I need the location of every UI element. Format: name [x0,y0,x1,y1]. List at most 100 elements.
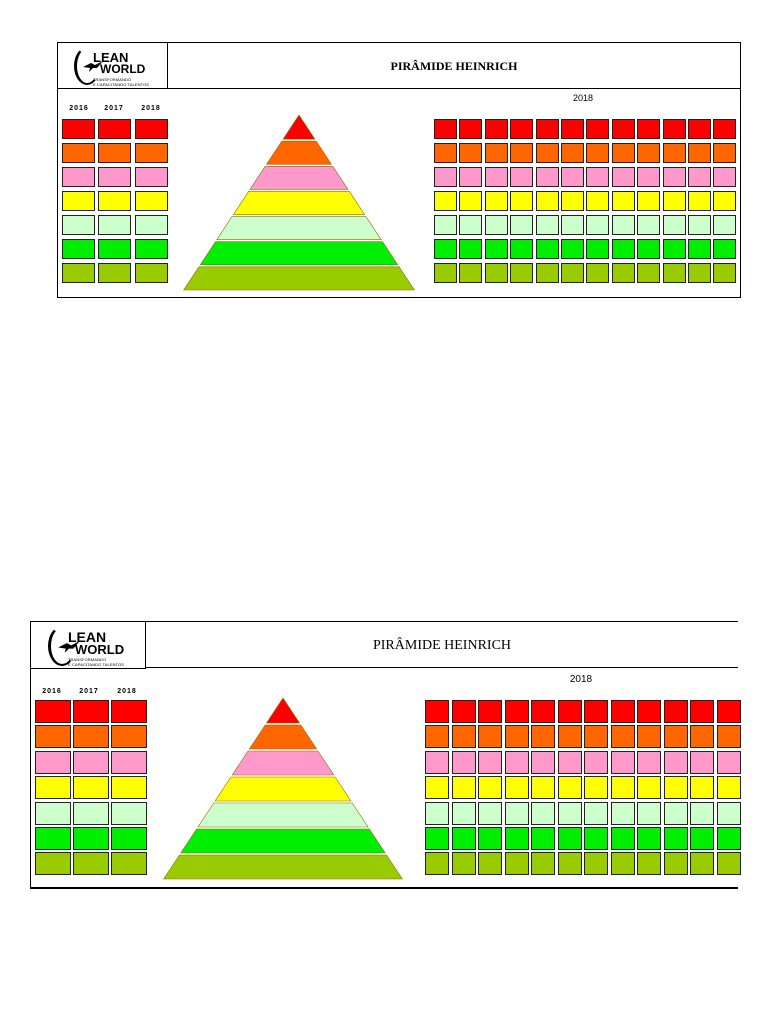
year-cell-quase-acidente-near-miss-2018 [135,215,168,235]
month-cell-acidente-cpt-mai [535,167,559,187]
year-cell-acidente-grave-2018 [135,143,168,163]
month-cell-condicao-insegura-unsafe-conditions-jun [561,239,584,259]
month-cell-condicao-insegura-unsafe-conditions-out [663,827,688,850]
month-cell-quase-acidente-near-miss-jul [584,801,608,825]
month-cell-acidente-cpt-fev [451,750,476,774]
month-cell-comportamento-inseguro-unsafe-acts-ago [611,263,635,283]
month-cell-acidente-cpt-fev [459,167,483,187]
year-cell-acidente-spt-2018 [135,191,168,211]
month-cell-acidente-grave-mar [478,725,502,749]
page-title: PIRÂMIDE HEINRICH [390,59,518,73]
month-cell-acidente-spt-nov [688,191,711,211]
year-cell-acidente-grave-2017 [98,143,131,163]
year-cell-acidente-spt-2018 [111,776,147,800]
month-cell-acidente-cpt-jul [584,750,608,774]
month-cell-quase-acidente-near-miss-set [637,801,661,825]
month-cell-quase-acidente-near-miss-jan [434,215,457,235]
pyramid-level-acidente-grave [248,724,318,750]
month-cell-condicao-insegura-unsafe-conditions-abr [504,827,529,850]
month-cell-condicao-insegura-unsafe-conditions-mai [531,827,555,850]
year-cell-acidente-cpt-2016 [35,750,71,774]
month-cell-acidente-spt-jul [584,776,608,800]
year-cell-acidente-fatal-2017 [73,700,109,723]
month-cell-quase-acidente-near-miss-out [662,215,686,235]
month-cell-condicao-insegura-unsafe-conditions-dez [716,827,741,850]
pyramid-level-acidente-cpt [249,165,349,190]
month-cell-acidente-fatal-set [637,119,661,139]
pyramid-level-comportamento-inseguro-unsafe-acts [183,266,415,291]
month-cell-acidente-cpt-out [662,167,686,187]
logo-tagline-1: TRANSFORMANDO [68,657,107,662]
year-cell-condicao-insegura-unsafe-conditions-2018 [135,239,168,259]
month-cell-acidente-spt-set [637,191,661,211]
pyramid-level-acidente-grave [265,140,333,165]
month-cell-acidente-spt-ago [610,776,635,800]
month-cell-quase-acidente-near-miss-fev [459,215,483,235]
month-cell-acidente-grave-set [637,725,661,749]
pyramid-level-acidente-spt [214,776,352,802]
year-cell-acidente-fatal-2017 [98,119,131,139]
year-cell-quase-acidente-near-miss-2016 [35,801,71,825]
month-cell-condicao-insegura-unsafe-conditions-out [662,239,686,259]
year-cell-quase-acidente-near-miss-2017 [98,215,131,235]
year-header-2016: 2016 [42,688,62,695]
month-cell-acidente-grave-mai [535,143,559,163]
month-cell-acidente-fatal-mar [478,700,502,723]
month-cell-acidente-cpt-mar [478,750,502,774]
month-cell-quase-acidente-near-miss-jun [557,801,582,825]
month-cell-acidente-cpt-mar [484,167,508,187]
month-cell-acidente-fatal-abr [510,119,534,139]
year-cell-acidente-cpt-2016 [62,167,95,187]
pyramid-level-acidente-fatal [265,698,301,724]
header-divider [168,88,740,89]
month-cell-comportamento-inseguro-unsafe-acts-mar [478,852,502,876]
logo: LEAN WORLD TRANSFORMANDO E CAPACITANDO T… [58,43,168,89]
year-cell-quase-acidente-near-miss-2018 [111,801,147,825]
year-cell-comportamento-inseguro-unsafe-acts-2018 [135,263,168,283]
logo-text-world: WORLD [75,642,125,657]
month-cell-comportamento-inseguro-unsafe-acts-ago [610,852,635,876]
month-cell-condicao-insegura-unsafe-conditions-nov [690,827,714,850]
month-cell-condicao-insegura-unsafe-conditions-mar [478,827,502,850]
pyramid-level-comportamento-inseguro-unsafe-acts [163,854,403,880]
month-cell-acidente-grave-mar [484,143,508,163]
year-cell-acidente-spt-2017 [73,776,109,800]
month-cell-quase-acidente-near-miss-dez [716,801,741,825]
pyramid-level-condicao-insegura-unsafe-conditions [180,828,386,854]
month-cell-acidente-spt-mar [484,191,508,211]
month-cell-acidente-fatal-out [663,700,688,723]
month-cell-comportamento-inseguro-unsafe-acts-mai [535,263,559,283]
month-cell-comportamento-inseguro-unsafe-acts-dez [716,852,741,876]
month-cell-acidente-grave-fev [451,725,476,749]
month-cell-acidente-cpt-mai [531,750,555,774]
month-cell-comportamento-inseguro-unsafe-acts-set [637,263,661,283]
month-cell-quase-acidente-near-miss-nov [688,215,711,235]
month-cell-comportamento-inseguro-unsafe-acts-abr [504,852,529,876]
year-cell-acidente-spt-2016 [62,191,95,211]
year-cell-comportamento-inseguro-unsafe-acts-2018 [111,852,147,876]
month-cell-acidente-grave-jul [586,143,610,163]
month-cell-condicao-insegura-unsafe-conditions-dez [713,239,737,259]
month-cell-acidente-cpt-dez [713,167,737,187]
month-cell-comportamento-inseguro-unsafe-acts-mai [531,852,555,876]
month-cell-acidente-fatal-jul [586,119,610,139]
year-cell-acidente-cpt-2018 [111,750,147,774]
year-cell-acidente-fatal-2018 [135,119,168,139]
month-cell-acidente-fatal-jun [557,700,582,723]
month-cell-acidente-grave-jul [584,725,608,749]
month-cell-comportamento-inseguro-unsafe-acts-nov [688,263,711,283]
month-cell-acidente-cpt-jun [557,750,582,774]
month-cell-quase-acidente-near-miss-jul [586,215,610,235]
month-cell-acidente-grave-jan [434,143,457,163]
year-cell-condicao-insegura-unsafe-conditions-2018 [111,827,147,850]
month-cell-acidente-cpt-abr [510,167,534,187]
month-cell-acidente-fatal-fev [459,119,483,139]
month-cell-quase-acidente-near-miss-mar [484,215,508,235]
month-cell-acidente-spt-jun [561,191,584,211]
year-cell-comportamento-inseguro-unsafe-acts-2017 [98,263,131,283]
month-cell-acidente-spt-out [662,191,686,211]
year-cell-quase-acidente-near-miss-2017 [73,801,109,825]
month-cell-acidente-spt-abr [510,191,534,211]
month-cell-quase-acidente-near-miss-nov [690,801,714,825]
pyramid-level-quase-acidente-near-miss [197,802,369,828]
